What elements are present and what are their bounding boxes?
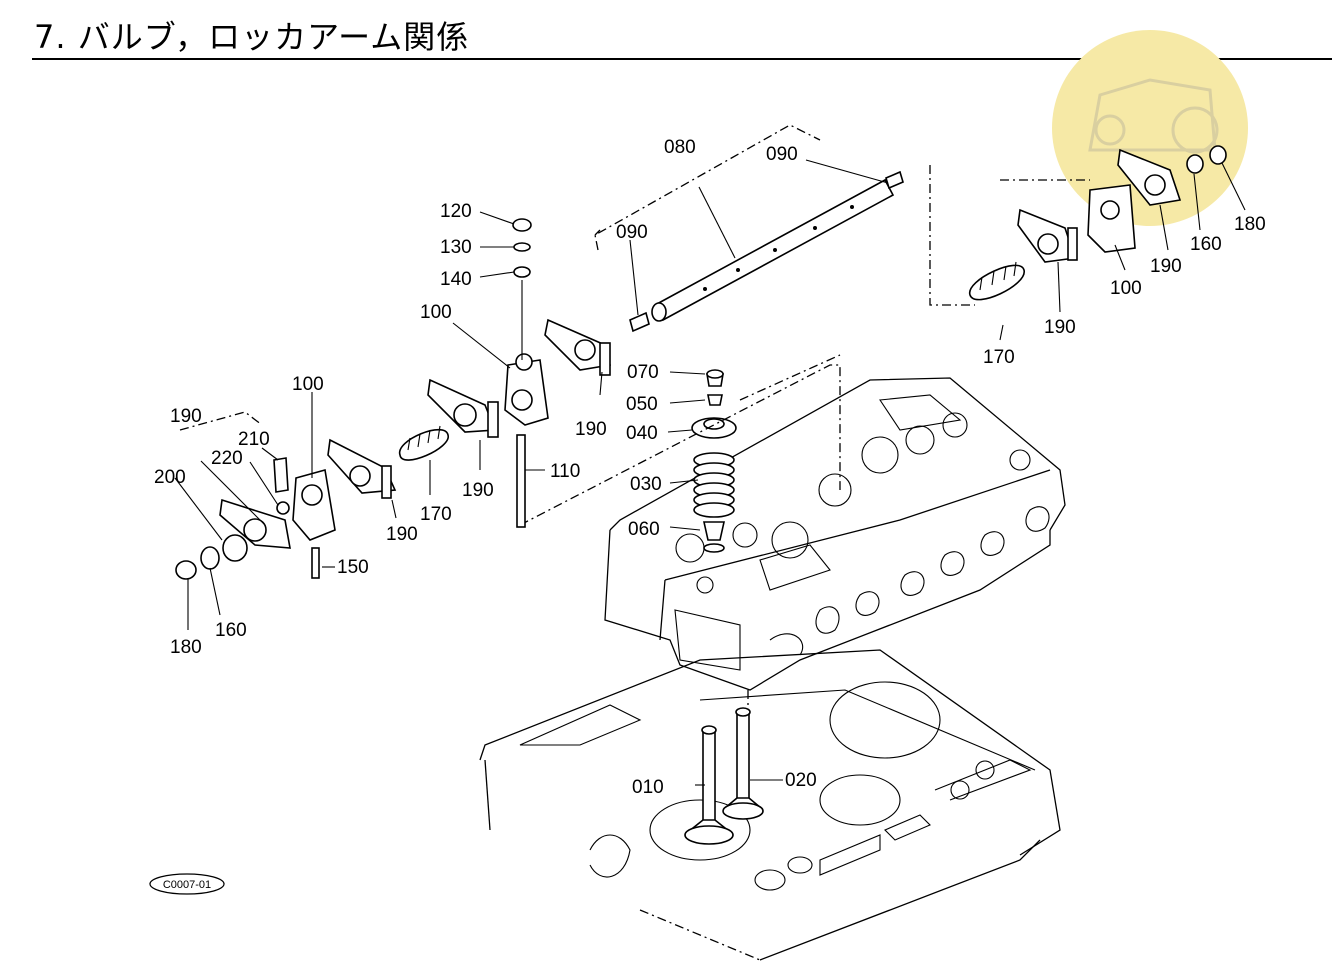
callout-070: 070	[627, 362, 659, 383]
callout-100-right: 100	[1110, 278, 1142, 299]
callout-180-right: 180	[1234, 214, 1266, 235]
callout-180-left: 180	[170, 637, 202, 658]
callout-110: 110	[550, 461, 580, 482]
callout-220: 220	[211, 448, 243, 469]
rocker-arm-left	[327, 438, 397, 499]
callout-labels: 010 020 030 040 050 060 070 080 090 090 …	[154, 137, 1266, 798]
rocker-arm-upper	[544, 318, 611, 376]
callout-050: 050	[626, 394, 658, 415]
rocker-arm-far-left	[219, 498, 291, 549]
callout-090-left: 090	[616, 222, 648, 243]
rocker-bracket-center	[504, 353, 549, 426]
springs-170	[399, 261, 1025, 461]
callout-170-left: 170	[420, 504, 452, 525]
callout-190-right-b: 190	[1150, 256, 1182, 277]
callout-160-left: 160	[215, 620, 247, 641]
rocker-parts-right	[1017, 145, 1227, 263]
valve-020	[722, 707, 764, 820]
callout-190-group: 190	[170, 406, 202, 427]
callout-130: 130	[440, 237, 472, 258]
leader-lines	[174, 159, 1246, 786]
small-parts-left	[175, 457, 320, 580]
callout-190-mid: 190	[462, 480, 494, 501]
callout-200: 200	[154, 467, 186, 488]
callout-080: 080	[664, 137, 696, 158]
rocker-shaft	[629, 170, 904, 333]
callout-160-right: 160	[1190, 234, 1222, 255]
rocker-arm-mid	[427, 378, 499, 438]
watermark-logo	[1052, 30, 1248, 226]
rocker-bracket-left	[292, 468, 336, 541]
nuts-120-140	[512, 218, 532, 360]
callout-090-right: 090	[766, 144, 798, 165]
callout-030: 030	[630, 474, 662, 495]
figure-code-text: C0007-01	[163, 879, 211, 891]
title-underline	[32, 58, 1332, 60]
cylinder-head	[604, 377, 1066, 710]
callout-140: 140	[440, 269, 472, 290]
callout-020: 020	[785, 770, 817, 791]
pushrod-110	[516, 434, 526, 528]
callout-170-right: 170	[983, 347, 1015, 368]
callout-060: 060	[628, 519, 660, 540]
callout-190-left: 190	[386, 524, 418, 545]
cylinder-block	[479, 649, 1061, 961]
callout-150: 150	[337, 557, 369, 578]
figure-code-badge: C0007-01	[149, 873, 225, 895]
callout-040: 040	[626, 423, 658, 444]
valve-010	[684, 725, 734, 845]
callout-190-right-a: 190	[1044, 317, 1076, 338]
callout-100-center: 100	[420, 302, 452, 323]
callout-010: 010	[632, 777, 664, 798]
callout-100-left: 100	[292, 374, 324, 395]
callout-210: 210	[238, 429, 270, 450]
callout-190-upper: 190	[575, 419, 607, 440]
valve-spring-assembly	[691, 369, 737, 553]
page-title: 7. バルブ，ロッカアーム関係	[34, 18, 470, 56]
callout-120: 120	[440, 201, 472, 222]
